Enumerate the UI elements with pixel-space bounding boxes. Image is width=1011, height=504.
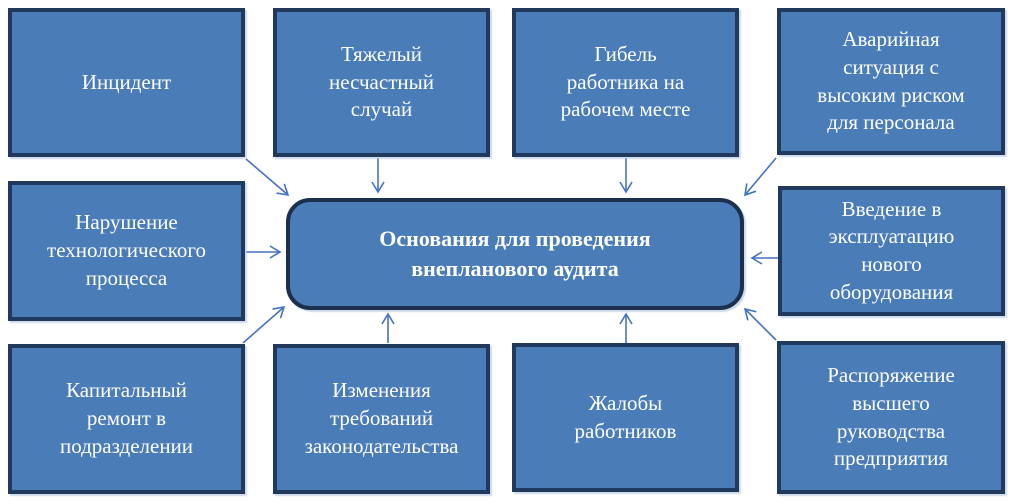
node-overhaul-label: Капитальный ремонт в подразделении [59,378,194,458]
node-emergency-situation-label: Аварийная ситуация с высоким риском для … [817,27,965,135]
node-severe-accident-label: Тяжелый несчастный случай [329,41,434,122]
arrow-incident-to-center [245,158,290,197]
node-legislation-changes: Изменения требований законодательства [273,344,490,494]
node-new-equipment-label: Введение в эксплуатацию нового оборудова… [828,196,955,304]
node-worker-death: Гибель работника на рабочем месте [512,8,739,157]
arrow-emergency-to-center [744,157,777,197]
node-incident: Инцидент [8,8,245,157]
node-management-order: Распоряжение высшего руководства предпри… [777,341,1005,494]
node-process-violation-label: Нарушение технологического процесса [47,210,206,290]
node-management-order-label: Распоряжение высшего руководства предпри… [827,363,955,471]
node-emergency-situation: Аварийная ситуация с высоким риском для … [777,8,1005,155]
node-legislation-changes-label: Изменения требований законодательства [304,378,459,458]
node-overhaul: Капитальный ремонт в подразделении [8,344,245,494]
node-severe-accident: Тяжелый несчастный случай [273,8,490,157]
node-worker-complaints-label: Жалобы работников [574,390,677,443]
node-process-violation: Нарушение технологического процесса [8,181,245,321]
node-worker-complaints: Жалобы работников [512,343,739,492]
node-new-equipment: Введение в эксплуатацию нового оборудова… [778,186,1005,316]
arrow-overhaul-to-center [242,305,286,344]
node-worker-death-label: Гибель работника на рабочем месте [560,41,691,122]
center-node-label: Основания для проведения внепланового ау… [379,226,651,281]
arrow-management-order-to-center [743,307,777,341]
center-node-unscheduled-audit-grounds: Основания для проведения внепланового ау… [286,198,744,310]
node-incident-label: Инцидент [81,69,172,94]
